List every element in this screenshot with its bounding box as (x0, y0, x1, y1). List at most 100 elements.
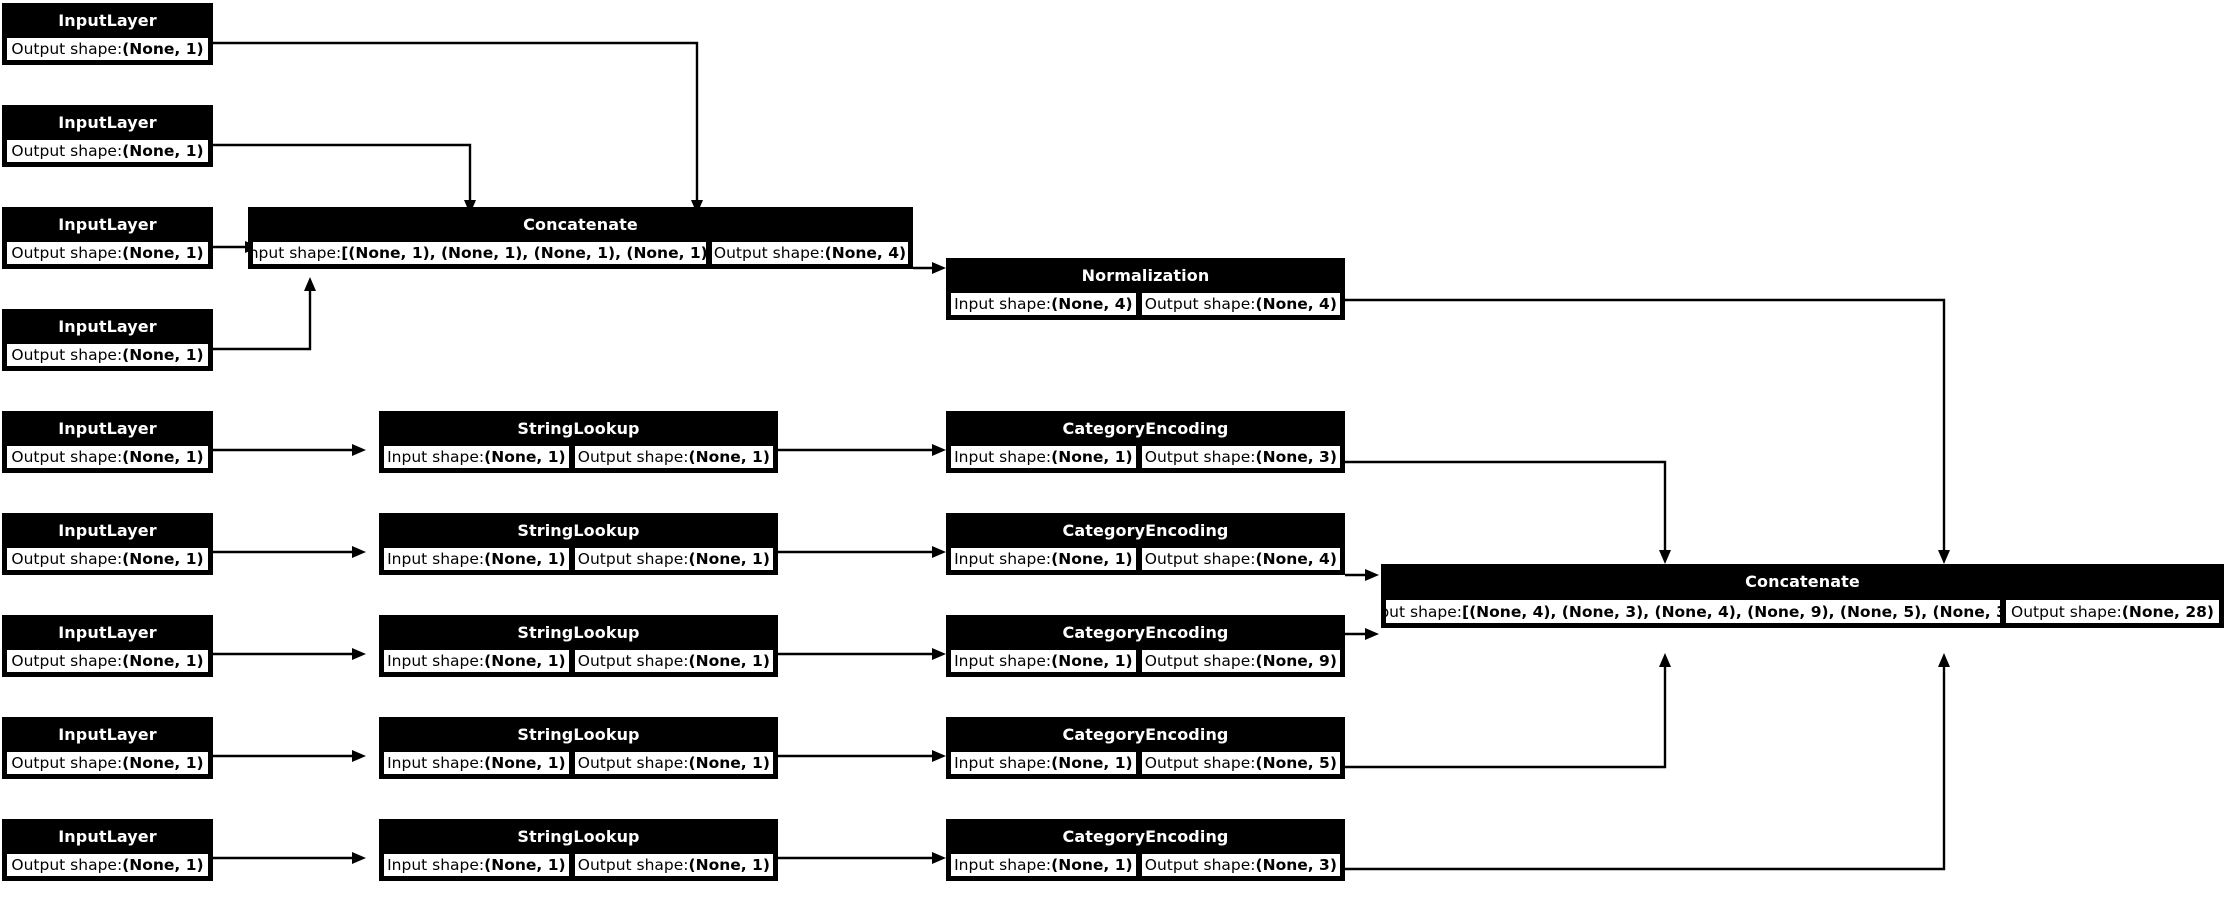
node-normalization[interactable]: Normalization Input shape: (None, 4) Out… (946, 258, 1345, 320)
node-title: InputLayer (4, 209, 211, 239)
node-stringlookup-2[interactable]: StringLookup Input shape: (None, 1) Outp… (379, 513, 778, 575)
node-title: CategoryEncoding (948, 617, 1343, 647)
input-shape-cell: Input shape: (None, 1) (949, 750, 1138, 776)
output-shape-cell: Output shape: (None, 1) (5, 750, 210, 776)
node-body: Output shape: (None, 1) (4, 647, 211, 675)
node-stringlookup-3[interactable]: StringLookup Input shape: (None, 1) Outp… (379, 615, 778, 677)
node-body: Input shape: [(None, 1), (None, 1), (Non… (250, 239, 911, 267)
node-categoryencoding-2[interactable]: CategoryEncoding Input shape: (None, 1) … (946, 513, 1345, 575)
node-title: StringLookup (381, 413, 776, 443)
input-shape-cell: Input shape: (None, 1) (949, 648, 1138, 674)
output-shape-cell: Output shape: (None, 4) (1139, 546, 1343, 572)
input-shape-cell: Input shape: (None, 4) (949, 291, 1138, 317)
node-body: Output shape: (None, 1) (4, 749, 211, 777)
node-title: InputLayer (4, 719, 211, 749)
node-stringlookup-1[interactable]: StringLookup Input shape: (None, 1) Outp… (379, 411, 778, 473)
output-shape-cell: Output shape: (None, 1) (572, 648, 776, 674)
output-shape-cell: Output shape: (None, 1) (5, 138, 210, 164)
node-body: Input shape: (None, 1) Output shape: (No… (381, 851, 776, 879)
node-body: Output shape: (None, 1) (4, 239, 211, 267)
node-body: Input shape: (None, 1) Output shape: (No… (948, 749, 1343, 777)
node-body: Output shape: (None, 1) (4, 443, 211, 471)
node-title: CategoryEncoding (948, 719, 1343, 749)
node-title: StringLookup (381, 617, 776, 647)
output-shape-cell: Output shape: (None, 1) (5, 240, 210, 266)
node-concatenate-all[interactable]: Concatenate Input shape: [(None, 4), (No… (1381, 564, 2224, 628)
node-categoryencoding-5[interactable]: CategoryEncoding Input shape: (None, 1) … (946, 819, 1345, 881)
node-body: Input shape: (None, 4) Output shape: (No… (948, 290, 1343, 318)
node-inputlayer-categorical-5[interactable]: InputLayer Output shape: (None, 1) (2, 819, 213, 881)
node-body: Input shape: (None, 1) Output shape: (No… (381, 749, 776, 777)
output-shape-cell: Output shape: (None, 1) (5, 546, 210, 572)
node-body: Input shape: (None, 1) Output shape: (No… (948, 545, 1343, 573)
node-categoryencoding-1[interactable]: CategoryEncoding Input shape: (None, 1) … (946, 411, 1345, 473)
output-shape-cell: Output shape: (None, 28) (2004, 598, 2221, 625)
node-body: Output shape: (None, 1) (4, 341, 211, 369)
output-shape-cell: Output shape: (None, 1) (5, 648, 210, 674)
node-body: Input shape: (None, 1) Output shape: (No… (381, 647, 776, 675)
node-title: InputLayer (4, 821, 211, 851)
input-shape-cell: Input shape: (None, 1) (382, 750, 571, 776)
node-title: Normalization (948, 260, 1343, 290)
output-shape-cell: Output shape: (None, 1) (5, 36, 210, 62)
input-shape-cell: Input shape: (None, 1) (949, 444, 1138, 470)
node-inputlayer-categorical-2[interactable]: InputLayer Output shape: (None, 1) (2, 513, 213, 575)
input-shape-cell: Input shape: (None, 1) (382, 648, 571, 674)
input-shape-cell: Input shape: (None, 1) (382, 546, 571, 572)
node-title: StringLookup (381, 515, 776, 545)
node-body: Input shape: (None, 1) Output shape: (No… (948, 647, 1343, 675)
output-shape-cell: Output shape: (None, 1) (572, 750, 776, 776)
node-inputlayer-categorical-4[interactable]: InputLayer Output shape: (None, 1) (2, 717, 213, 779)
input-shape-cell: Input shape: (None, 1) (382, 444, 571, 470)
node-body: Input shape: (None, 1) Output shape: (No… (948, 851, 1343, 879)
output-shape-cell: Output shape: (None, 3) (1139, 852, 1343, 878)
node-body: Input shape: (None, 1) Output shape: (No… (381, 443, 776, 471)
node-body: Output shape: (None, 1) (4, 851, 211, 879)
output-shape-cell: Output shape: (None, 9) (1139, 648, 1343, 674)
output-shape-cell: Output shape: (None, 1) (572, 852, 776, 878)
node-inputlayer-numeric-3[interactable]: InputLayer Output shape: (None, 1) (2, 207, 213, 269)
node-stringlookup-5[interactable]: StringLookup Input shape: (None, 1) Outp… (379, 819, 778, 881)
node-inputlayer-numeric-4[interactable]: InputLayer Output shape: (None, 1) (2, 309, 213, 371)
node-title: InputLayer (4, 107, 211, 137)
node-title: Concatenate (1383, 566, 2222, 597)
node-categoryencoding-4[interactable]: CategoryEncoding Input shape: (None, 1) … (946, 717, 1345, 779)
node-title: StringLookup (381, 719, 776, 749)
node-title: CategoryEncoding (948, 515, 1343, 545)
node-title: CategoryEncoding (948, 821, 1343, 851)
output-shape-cell: Output shape: (None, 1) (572, 546, 776, 572)
output-shape-cell: Output shape: (None, 1) (572, 444, 776, 470)
node-title: InputLayer (4, 617, 211, 647)
output-shape-cell: Output shape: (None, 3) (1139, 444, 1343, 470)
node-concatenate-numeric[interactable]: Concatenate Input shape: [(None, 1), (No… (248, 207, 913, 269)
input-shape-cell: Input shape: (None, 1) (382, 852, 571, 878)
input-shape-cell: Input shape: (None, 1) (949, 546, 1138, 572)
node-title: InputLayer (4, 311, 211, 341)
node-inputlayer-numeric-2[interactable]: InputLayer Output shape: (None, 1) (2, 105, 213, 167)
node-title: InputLayer (4, 413, 211, 443)
node-body: Input shape: (None, 1) Output shape: (No… (948, 443, 1343, 471)
input-shape-cell: Input shape: [(None, 1), (None, 1), (Non… (251, 240, 708, 266)
input-shape-cell: Input shape: [(None, 4), (None, 3), (Non… (1384, 598, 2002, 625)
node-categoryencoding-3[interactable]: CategoryEncoding Input shape: (None, 1) … (946, 615, 1345, 677)
node-body: Input shape: (None, 1) Output shape: (No… (381, 545, 776, 573)
output-shape-cell: Output shape: (None, 4) (1139, 291, 1343, 317)
node-inputlayer-numeric-1[interactable]: InputLayer Output shape: (None, 1) (2, 3, 213, 65)
input-shape-cell: Input shape: (None, 1) (949, 852, 1138, 878)
node-title: StringLookup (381, 821, 776, 851)
node-title: InputLayer (4, 515, 211, 545)
node-inputlayer-categorical-3[interactable]: InputLayer Output shape: (None, 1) (2, 615, 213, 677)
output-shape-cell: Output shape: (None, 4) (710, 240, 910, 266)
node-body: Input shape: [(None, 4), (None, 3), (Non… (1383, 597, 2222, 626)
output-shape-cell: Output shape: (None, 1) (5, 444, 210, 470)
output-shape-cell: Output shape: (None, 1) (5, 342, 210, 368)
node-title: InputLayer (4, 5, 211, 35)
node-body: Output shape: (None, 1) (4, 35, 211, 63)
node-title: CategoryEncoding (948, 413, 1343, 443)
node-title: Concatenate (250, 209, 911, 239)
node-stringlookup-4[interactable]: StringLookup Input shape: (None, 1) Outp… (379, 717, 778, 779)
node-inputlayer-categorical-1[interactable]: InputLayer Output shape: (None, 1) (2, 411, 213, 473)
node-body: Output shape: (None, 1) (4, 137, 211, 165)
node-body: Output shape: (None, 1) (4, 545, 211, 573)
